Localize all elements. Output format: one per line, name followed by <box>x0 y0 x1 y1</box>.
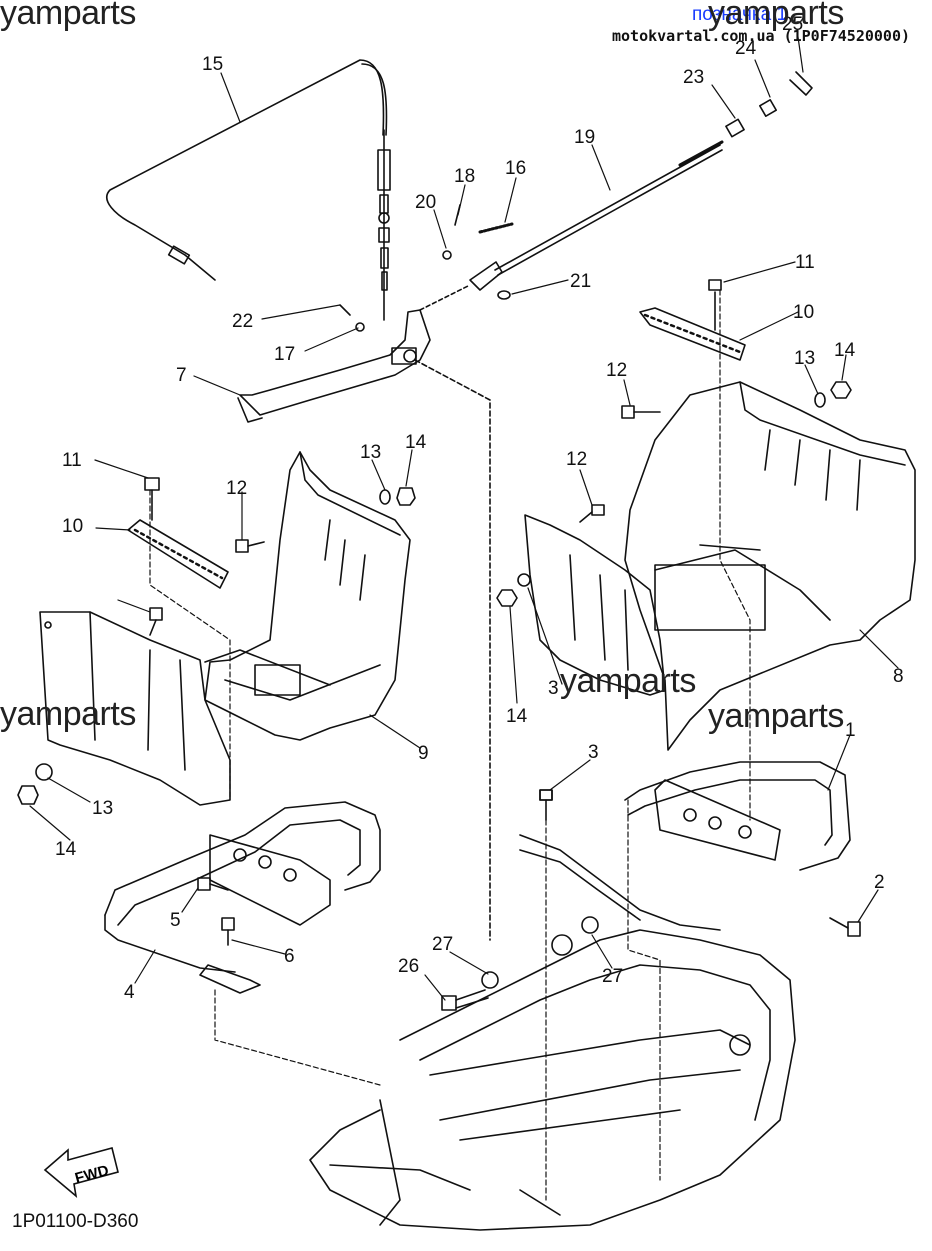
footrest-left-10 <box>127 477 229 589</box>
callout-13-left: 13 <box>360 442 381 463</box>
callout-2: 2 <box>874 872 885 893</box>
header-bookmark-link[interactable]: позначка 1 <box>692 4 788 25</box>
callout-3-right: 3 <box>548 678 559 699</box>
fwd-arrow-icon: FWD <box>43 1147 119 1199</box>
callout-13: 13 <box>794 348 815 369</box>
callout-8: 8 <box>893 666 904 687</box>
callout-16: 16 <box>505 158 526 179</box>
callout-10-left: 10 <box>62 516 83 537</box>
assembly-lines <box>149 289 751 1201</box>
cable-15 <box>106 59 391 321</box>
callout-10: 10 <box>793 302 814 323</box>
callout-24: 24 <box>735 38 757 59</box>
mudguard-right <box>524 514 666 696</box>
callout-27-right: 27 <box>602 966 623 987</box>
callout-14-right: 14 <box>506 706 528 727</box>
callout-labels: 15 24 25 23 19 18 16 20 21 11 10 22 17 7… <box>55 14 904 1003</box>
callout-6: 6 <box>284 946 295 967</box>
leader-lines <box>29 29 899 1001</box>
callout-14-left-lower: 14 <box>55 839 77 860</box>
callout-11: 11 <box>795 252 815 273</box>
watermark: yamparts <box>708 697 844 735</box>
fasteners <box>17 381 861 1011</box>
callout-12: 12 <box>606 360 627 381</box>
footrest-frame-right-1 <box>519 761 851 931</box>
callout-3: 3 <box>588 742 599 763</box>
callout-20: 20 <box>415 192 436 213</box>
callout-9: 9 <box>418 743 429 764</box>
callout-21: 21 <box>570 271 591 292</box>
callout-13-left-lower: 13 <box>92 798 113 819</box>
callout-26: 26 <box>398 956 419 977</box>
footrest-right-10 <box>639 279 746 361</box>
footwell-left-9 <box>204 451 411 741</box>
callout-11-left: 11 <box>62 450 82 471</box>
callout-4: 4 <box>124 982 135 1003</box>
callout-17: 17 <box>274 344 295 365</box>
callout-19: 19 <box>574 127 595 148</box>
brake-pedal-7 <box>237 204 514 941</box>
main-frame <box>309 929 796 1231</box>
watermark: yamparts <box>0 695 136 733</box>
watermark: yamparts <box>560 662 696 700</box>
footrest-frame-left-4 <box>104 801 381 994</box>
callout-7: 7 <box>176 365 187 386</box>
callout-25: 25 <box>782 14 803 35</box>
watermark: yamparts <box>708 0 844 32</box>
callout-18: 18 <box>454 166 475 187</box>
footwell-right-8 <box>624 381 916 751</box>
callout-27-left: 27 <box>432 934 453 955</box>
callout-12-right: 12 <box>566 449 587 470</box>
diagram-code: 1P01100-D360 <box>12 1211 139 1232</box>
callout-15: 15 <box>202 54 223 75</box>
callout-1: 1 <box>845 720 856 741</box>
callout-22: 22 <box>232 311 253 332</box>
callout-23: 23 <box>683 67 704 88</box>
rod-19 <box>494 71 813 276</box>
header-site-caption: motokvartal.com.ua (1P0F74520000) <box>612 27 911 45</box>
callout-14: 14 <box>834 340 856 361</box>
watermark: yamparts <box>0 0 136 32</box>
callout-12-left: 12 <box>226 478 247 499</box>
callout-14-left: 14 <box>405 432 427 453</box>
callout-5: 5 <box>170 910 181 931</box>
